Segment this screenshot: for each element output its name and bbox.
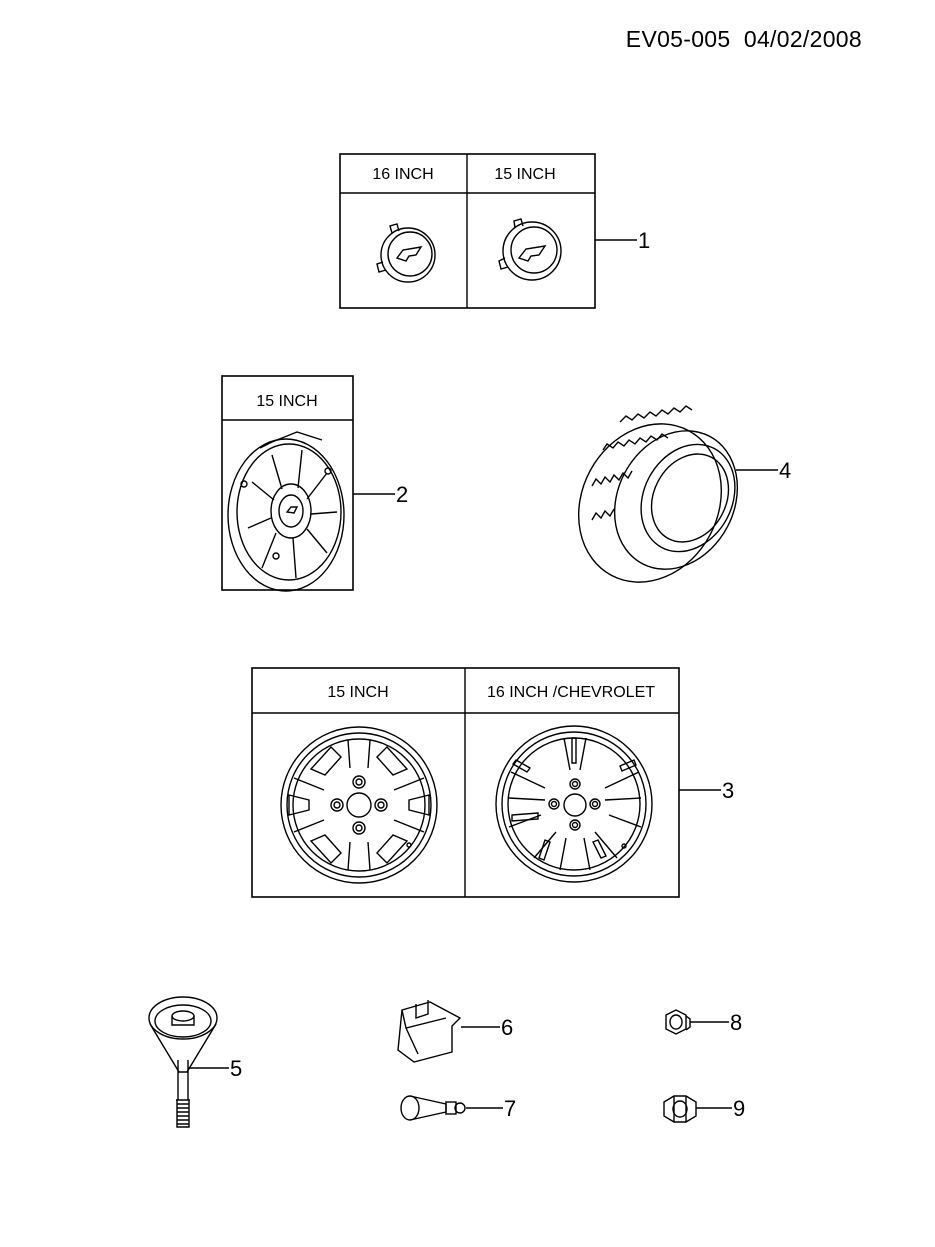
- callout-1: 1: [638, 228, 650, 253]
- center-cap-table: 16 INCH 15 INCH: [339, 153, 596, 309]
- callout-2: 2: [396, 482, 408, 507]
- wheel-cover-image: [227, 431, 345, 592]
- center-cap-16-image: [376, 223, 436, 283]
- tire-image: [577, 405, 739, 583]
- document-id: EV05-005 04/02/2008: [625, 26, 862, 52]
- wheel-cover-header-15: 15 INCH: [256, 393, 317, 410]
- wheel-header-16-chevrolet: 16 INCH /CHEVROLET: [487, 684, 655, 701]
- small-nut-image: [665, 1009, 691, 1035]
- callout-7: 7: [504, 1096, 516, 1121]
- callout-5: 5: [230, 1056, 242, 1081]
- bolt-image: [148, 996, 218, 1128]
- center-cap-header-16: 16 INCH: [372, 166, 433, 183]
- wheel-cover-table: 15 INCH: [221, 375, 354, 591]
- callout-9: 9: [733, 1096, 745, 1121]
- valve-image: [400, 1095, 466, 1121]
- callout-6: 6: [501, 1015, 513, 1040]
- wheel-16-chevrolet-image: [495, 725, 653, 883]
- wheel-header-15: 15 INCH: [327, 684, 388, 701]
- wheel-15-image: [280, 726, 438, 884]
- callout-4: 4: [779, 458, 791, 483]
- callout-3: 3: [722, 778, 734, 803]
- center-cap-15-image: [498, 218, 562, 281]
- wheel-table: 15 INCH 16 INCH /CHEVROLET: [251, 667, 680, 898]
- clip-image: [397, 1000, 462, 1063]
- large-nut-image: [663, 1095, 697, 1123]
- center-cap-header-15: 15 INCH: [494, 166, 555, 183]
- callout-8: 8: [730, 1010, 742, 1035]
